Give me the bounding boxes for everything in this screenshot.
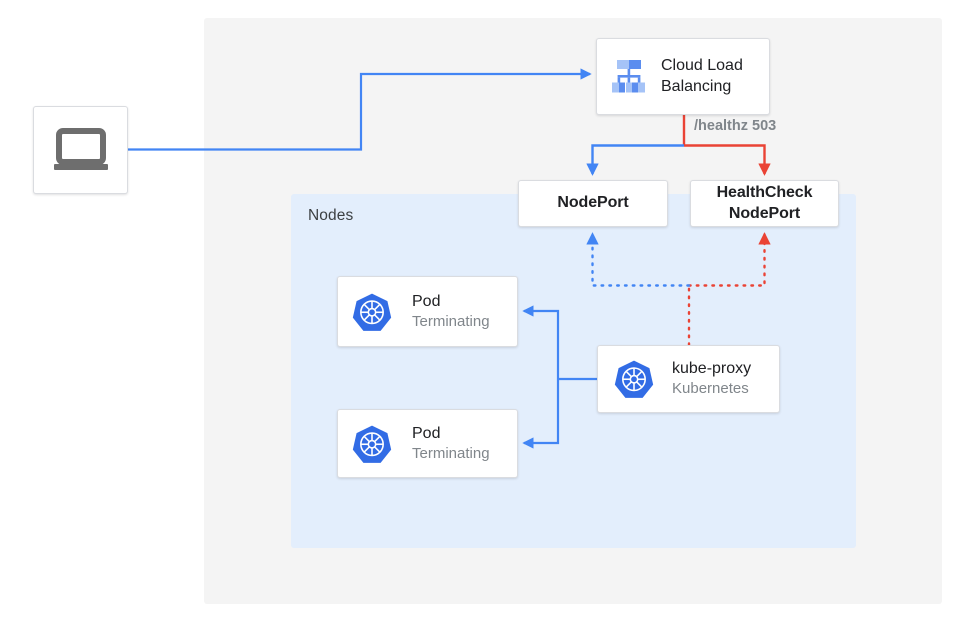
nodeport-node[interactable]: NodePort bbox=[518, 180, 668, 227]
pod-2-title: Pod bbox=[412, 424, 441, 442]
kubernetes-icon bbox=[614, 359, 654, 399]
pod-1-title: Pod bbox=[412, 292, 441, 310]
kubernetes-icon bbox=[352, 292, 392, 332]
kube-proxy-node[interactable]: kube-proxy Kubernetes bbox=[597, 345, 780, 413]
kube-proxy-title: kube-proxy bbox=[672, 360, 752, 378]
pod-2-status: Terminating bbox=[412, 444, 490, 462]
kube-proxy-subtitle: Kubernetes bbox=[672, 380, 749, 398]
cloud-load-balancing-title: Cloud Load Balancing bbox=[661, 57, 743, 95]
edge-label-healthz: /healthz 503 bbox=[694, 118, 777, 134]
kubernetes-icon bbox=[352, 424, 392, 464]
load-balancer-icon bbox=[609, 58, 649, 96]
nodeport-title: NodePort bbox=[557, 194, 629, 212]
healthcheck-nodeport-title-line1: HealthCheck bbox=[716, 184, 813, 202]
healthcheck-nodeport-title-line2: NodePort bbox=[728, 204, 801, 222]
pod-1-status: Terminating bbox=[412, 312, 490, 330]
laptop-icon bbox=[53, 128, 109, 172]
pod-terminating-2-node[interactable]: Pod Terminating bbox=[337, 409, 518, 478]
client-laptop-node[interactable] bbox=[33, 106, 128, 194]
pod-terminating-1-node[interactable]: Pod Terminating bbox=[337, 276, 518, 347]
healthcheck-nodeport-node[interactable]: HealthCheck NodePort bbox=[690, 180, 839, 227]
cloud-load-balancing-node[interactable]: Cloud Load Balancing bbox=[596, 38, 770, 115]
zone-nodes-label: Nodes bbox=[308, 207, 354, 224]
